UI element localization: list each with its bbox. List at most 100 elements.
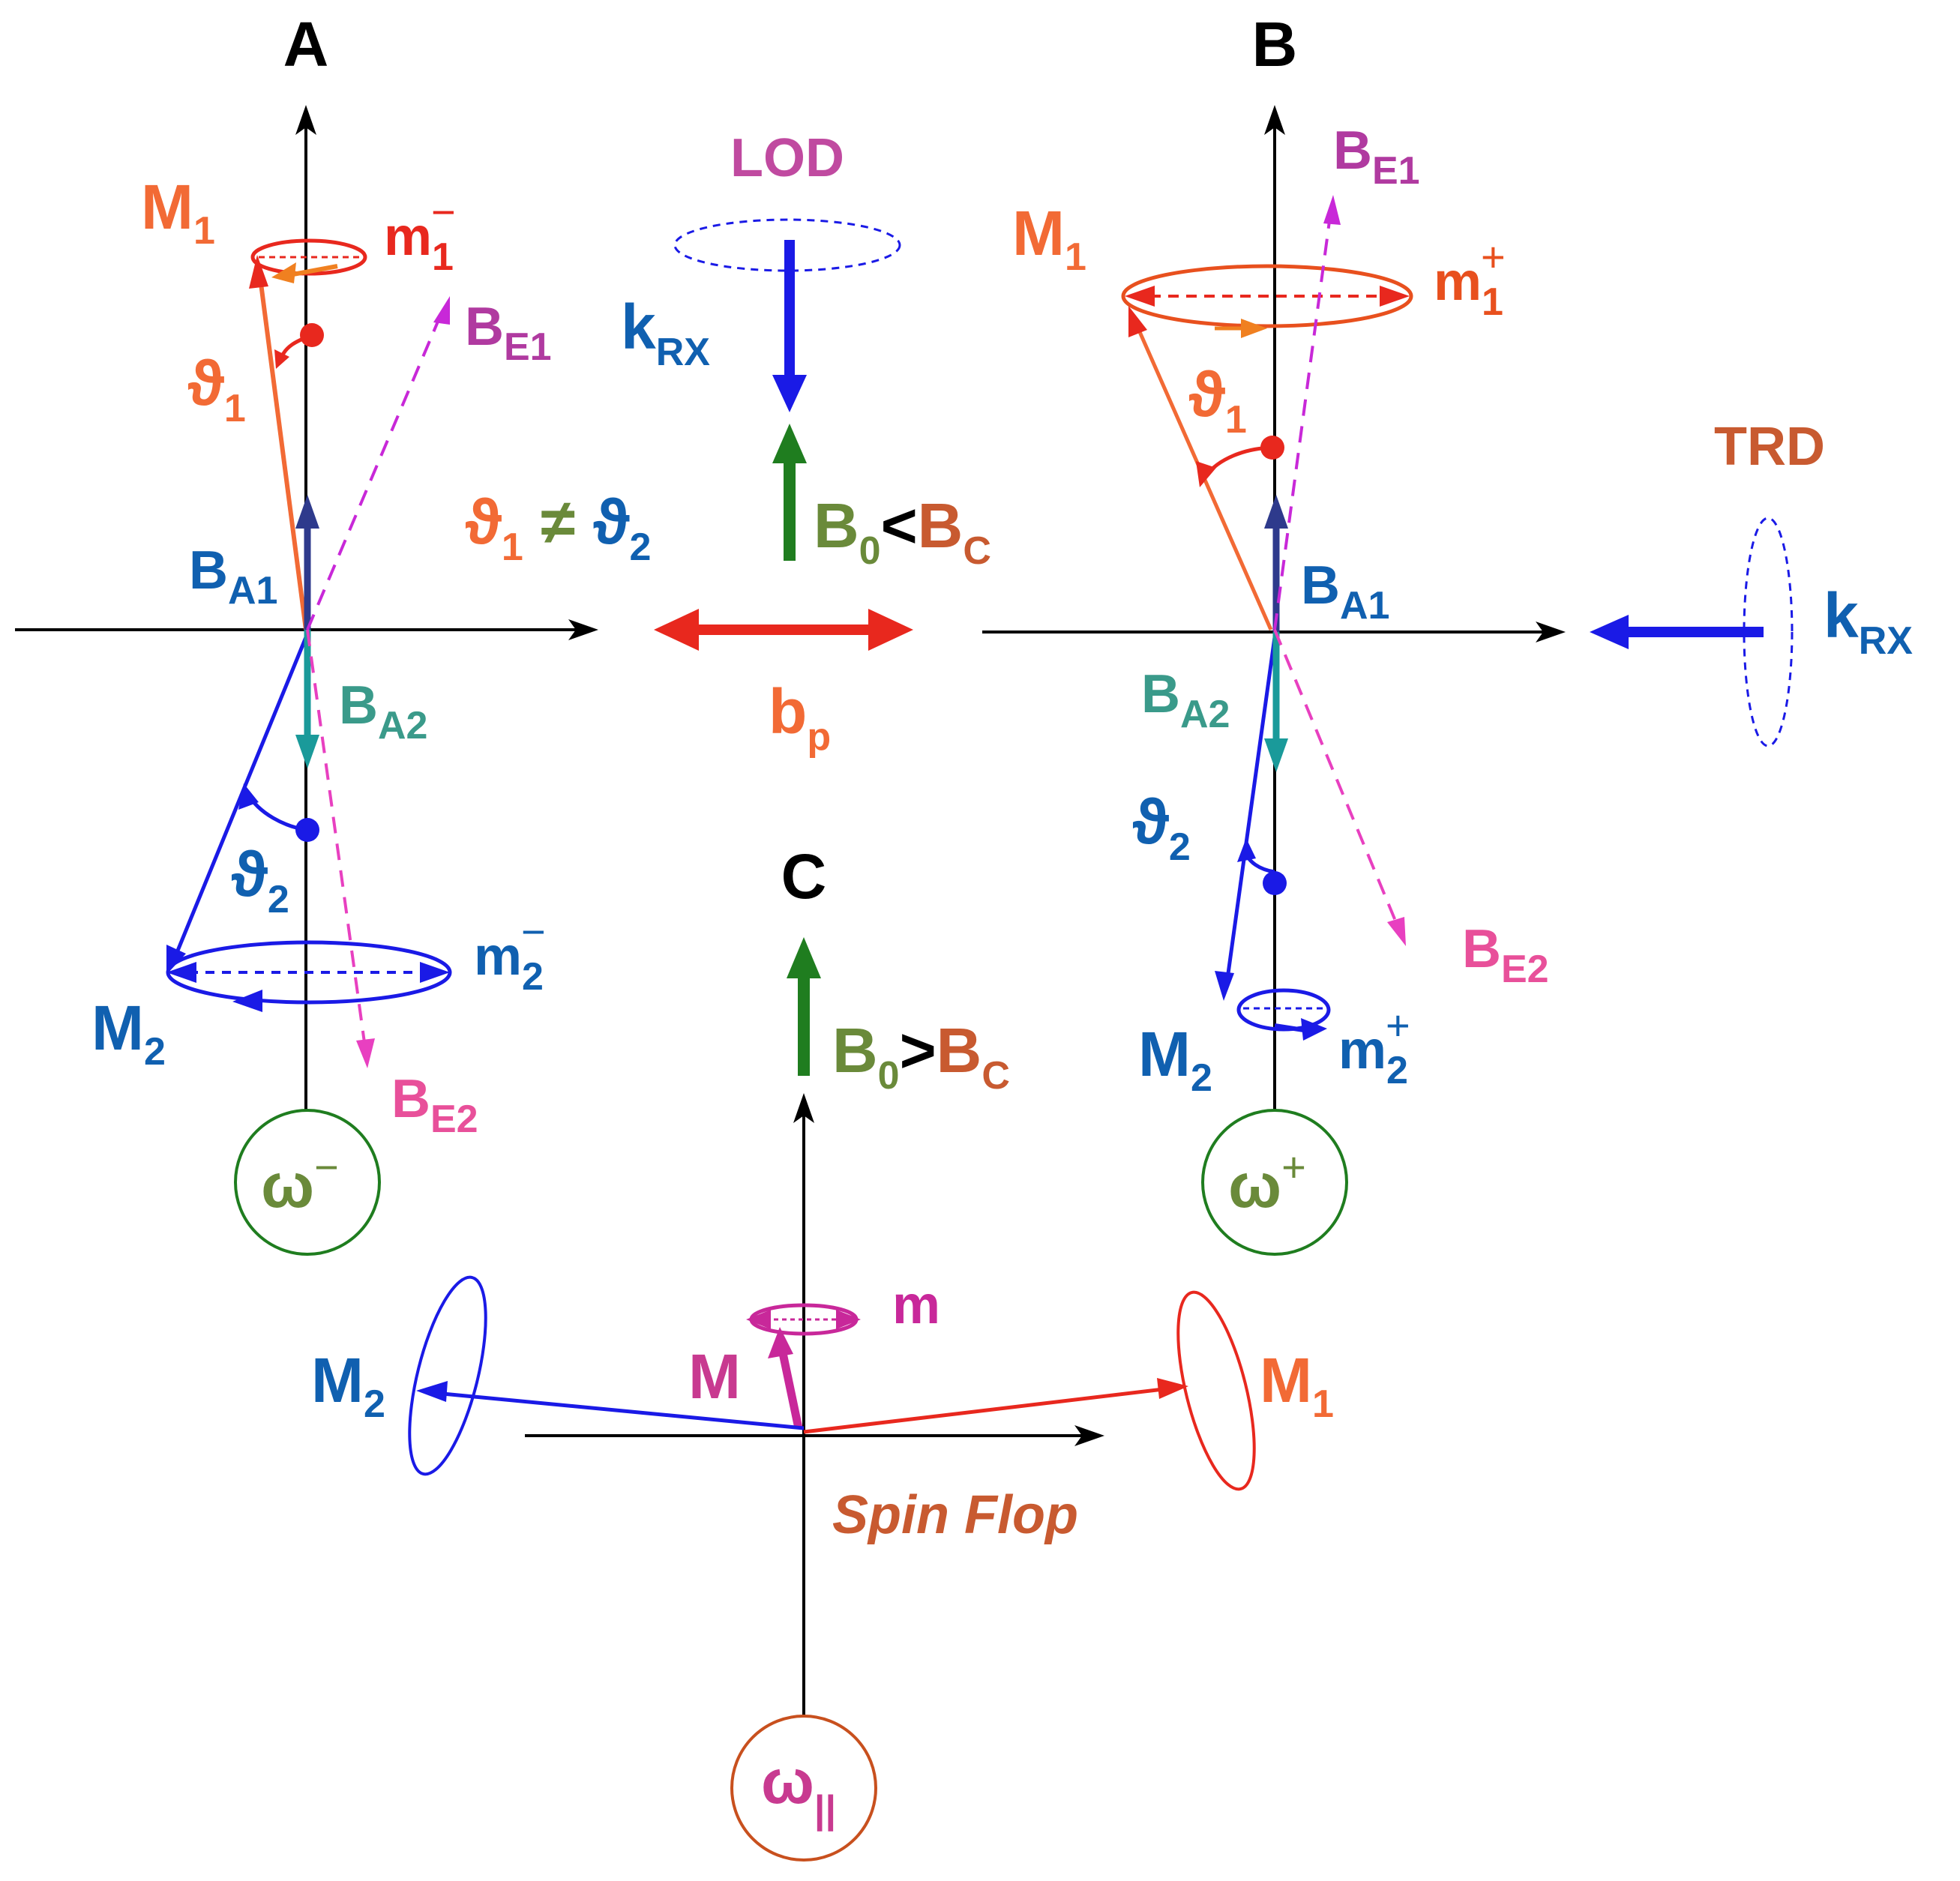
arrowhead-icon (746, 1310, 771, 1329)
lod-krx-label: kRX (621, 292, 710, 374)
panel-b-omega-label: ω+ (1228, 1143, 1306, 1221)
panel-a-m1-label: M1 (141, 172, 215, 253)
panel-c-m2-vector (434, 1391, 805, 1430)
arrowhead-icon (1196, 461, 1216, 487)
panel-a-omega-circle (234, 1109, 381, 1256)
arrowhead-icon (793, 1093, 814, 1123)
panel-a-ba2-label: BA2 (339, 675, 427, 747)
trd-label: TRD (1714, 417, 1825, 477)
arrowhead-icon (1215, 971, 1234, 1001)
arrowhead-icon (654, 609, 699, 651)
panel-a-theta2-label: ϑ2 (231, 839, 289, 921)
panel-b-m2-small-label: m2+ (1338, 1002, 1410, 1092)
center-block: LOD kRX B0<BC ϑ1 ≠ ϑ2 bp (465, 128, 991, 759)
arrowhead-icon (1536, 622, 1566, 642)
arrowhead-icon (271, 262, 296, 283)
panel-b-m1-precession-ellipse (1121, 264, 1413, 328)
arrowhead-icon (1387, 917, 1406, 946)
panel-c-m1-vector (803, 1386, 1170, 1434)
trd-krx-label: kRX (1824, 580, 1913, 663)
panel-a-be2-field (306, 629, 367, 1054)
panel-c-m2-precession-ellipse (408, 1275, 487, 1476)
arrowhead-icon (1241, 319, 1267, 338)
arrowhead-icon (1590, 615, 1629, 649)
arrowhead-icon (772, 424, 807, 463)
theta-relation-label: ϑ1 ≠ ϑ2 (465, 487, 651, 569)
b0-greater-than-bc-label: B0>BC (832, 1015, 1010, 1098)
arrowhead-icon (433, 296, 450, 325)
lod-label: LOD (730, 128, 844, 188)
panel-a-title: A (283, 9, 329, 79)
bp-label: bp (769, 676, 831, 759)
panel-b-ba2-label: BA2 (1141, 664, 1230, 736)
panel-c-omega-label: ω|| (761, 1746, 836, 1832)
panel-b-m2-precession-ellipse (1236, 988, 1331, 1032)
arrowhead-icon (1157, 1378, 1188, 1399)
panel-c-m1-precession-ellipse (1176, 1290, 1256, 1491)
arrowhead-icon (768, 1327, 793, 1358)
panel-b-theta2-label: ϑ2 (1132, 786, 1191, 869)
panel-b-title: B (1252, 9, 1298, 79)
arrowhead-icon (1323, 195, 1341, 225)
arrowhead-icon (295, 105, 316, 135)
panel-a-m2-label: M2 (91, 993, 166, 1074)
arrowhead-icon (274, 349, 289, 369)
arrowhead-icon (1264, 495, 1288, 529)
arrowhead-icon (772, 375, 807, 412)
panel-b-theta1-label: ϑ1 (1188, 359, 1247, 442)
panel-a-theta1-label: ϑ1 (187, 348, 246, 430)
arrowhead-icon (420, 962, 450, 983)
panel-a-be1-label: BE1 (465, 297, 552, 369)
panel-a-be1-field (306, 307, 445, 630)
panel-b-be1-field (1273, 209, 1332, 630)
arrowhead-icon (1264, 738, 1288, 772)
panel-b-be2-field (1273, 629, 1402, 934)
panel-a-m2-small-label: m2− (474, 908, 546, 999)
panel-b-theta2-pivot (1263, 871, 1287, 895)
arrowhead-icon (787, 937, 821, 978)
panel-b-be2-label: BE2 (1462, 919, 1549, 991)
panel-b-ba1-label: BA1 (1301, 556, 1389, 627)
panel-a: A (15, 9, 598, 1256)
trd-ellipse (1743, 517, 1794, 747)
arrowhead-icon (1125, 286, 1155, 307)
arrowhead-icon (232, 990, 262, 1012)
panel-b-m2-vector (1224, 636, 1277, 990)
arrowhead-icon (1074, 1425, 1104, 1446)
panel-b-m1-label: M1 (1012, 198, 1086, 279)
b0-less-than-bc-label: B0<BC (814, 490, 991, 573)
arrowhead-icon (249, 255, 268, 289)
arrowhead-icon (1301, 1018, 1327, 1041)
panel-c: C B0>BC ω|| m M M1 M2 Spin Flop (311, 841, 1334, 1862)
panel-b-omega-circle (1201, 1109, 1348, 1256)
panel-c-m-vector (778, 1348, 803, 1430)
arrowhead-icon (868, 609, 913, 651)
panel-a-m1-vector (256, 265, 308, 630)
panel-b-m2-label: M2 (1138, 1019, 1212, 1100)
panel-b: B (982, 9, 1913, 1256)
arrowhead-icon (416, 1381, 448, 1402)
panel-c-title: C (781, 841, 827, 912)
panel-c-m-net-label: M (688, 1341, 741, 1412)
arrowhead-icon (1380, 286, 1410, 307)
panel-a-be2-label: BE2 (391, 1069, 478, 1141)
panel-a-ba1-label: BA1 (189, 541, 277, 613)
arrowhead-icon (238, 783, 259, 810)
arrowhead-icon (166, 962, 196, 983)
panel-c-m-small-label: m (892, 1275, 940, 1335)
panel-a-m1-small-label: m1− (384, 188, 456, 279)
panel-a-m2-vector (169, 636, 308, 968)
panel-c-m1-label: M1 (1260, 1345, 1334, 1426)
arrowhead-icon (1264, 105, 1285, 135)
panel-b-m1-small-label: m1+ (1434, 233, 1506, 324)
panel-b-be1-label: BE1 (1333, 121, 1420, 193)
arrowhead-icon (568, 619, 598, 640)
lod-ellipse (673, 218, 901, 272)
panel-c-m2-label: M2 (311, 1345, 385, 1426)
arrowhead-icon (1128, 306, 1147, 337)
panel-a-omega-label: ω− (261, 1143, 339, 1221)
spin-flop-label: Spin Flop (832, 1485, 1078, 1545)
panel-c-omega-circle (730, 1715, 877, 1862)
arrowhead-icon (295, 495, 319, 529)
